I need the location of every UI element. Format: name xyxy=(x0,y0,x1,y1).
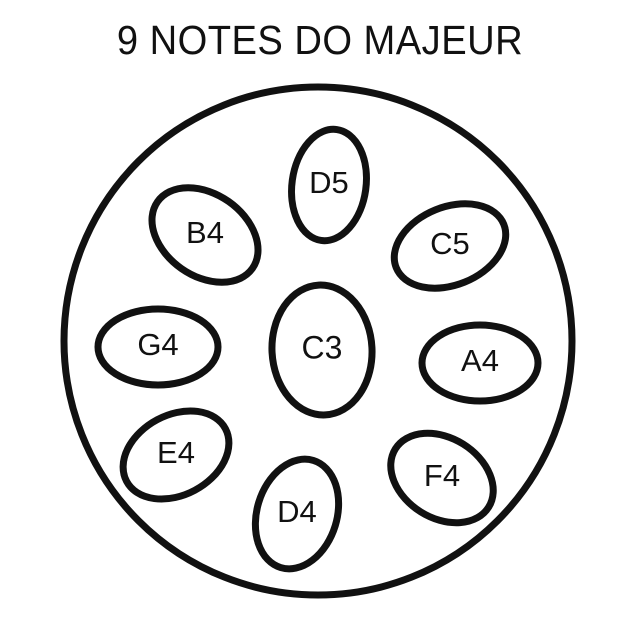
tone-field-ellipse-c5[interactable] xyxy=(382,188,519,304)
tone-field-a4[interactable]: A4 xyxy=(418,321,542,405)
tone-field-c3[interactable]: C3 xyxy=(268,281,376,419)
tone-field-ellipse-d5[interactable] xyxy=(285,124,374,245)
page-title: 9 NOTES DO MAJEUR xyxy=(116,17,524,63)
tone-field-ellipse-b4[interactable] xyxy=(134,168,276,302)
tone-field-b4[interactable]: B4 xyxy=(134,168,276,302)
tone-field-e4[interactable]: E4 xyxy=(108,393,244,516)
tone-field-d4[interactable]: D4 xyxy=(242,449,351,579)
tone-field-ellipse-f4[interactable] xyxy=(374,415,510,541)
note-label-b4: B4 xyxy=(186,215,224,250)
tone-field-ellipse-d4[interactable] xyxy=(242,449,351,579)
tone-field-f4[interactable]: F4 xyxy=(374,415,510,541)
tone-field-d5[interactable]: D5 xyxy=(285,124,374,245)
tone-field-ellipse-c3[interactable] xyxy=(268,281,376,419)
tone-field-ellipse-g4[interactable] xyxy=(94,305,222,389)
note-label-g4: G4 xyxy=(137,327,178,362)
note-label-d5: D5 xyxy=(309,165,349,200)
note-label-c3: C3 xyxy=(302,329,343,365)
note-label-f4: F4 xyxy=(424,458,460,493)
note-label-e4: E4 xyxy=(157,435,195,470)
tone-field-ellipse-a4[interactable] xyxy=(418,321,542,405)
note-label-d4: D4 xyxy=(277,494,317,529)
note-label-c5: C5 xyxy=(430,226,470,261)
note-label-a4: A4 xyxy=(461,343,499,378)
tone-field-g4[interactable]: G4 xyxy=(94,305,222,389)
tone-field-c5[interactable]: C5 xyxy=(382,188,519,304)
tone-field-ellipse-e4[interactable] xyxy=(108,393,244,516)
